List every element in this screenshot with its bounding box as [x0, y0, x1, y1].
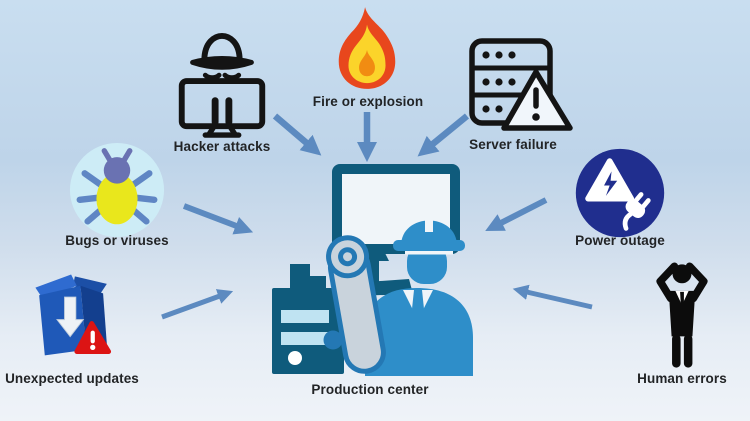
threat-unexpected-updates — [26, 264, 120, 364]
threat-fire-or-explosion — [329, 5, 405, 91]
arrow-hacker-to-center — [272, 113, 322, 156]
arrow-server-to-center — [417, 113, 470, 157]
human-errors-icon — [656, 262, 708, 368]
power-outage-icon — [575, 148, 665, 238]
arrow-human-to-center — [512, 284, 593, 310]
server-failure-icon — [469, 38, 573, 131]
hacker-icon — [178, 32, 266, 138]
production-center-icon — [272, 164, 473, 376]
bug-icon — [69, 142, 165, 238]
computer-tower-shape — [272, 264, 344, 374]
threat-label-updates: Unexpected updates — [5, 371, 139, 386]
blueprint-scroll-shape — [323, 235, 386, 374]
threat-label-fire: Fire or explosion — [312, 94, 424, 109]
arrow-bugs-to-center — [182, 203, 254, 235]
threat-human-errors — [646, 259, 718, 372]
threat-label-bugs: Bugs or viruses — [65, 233, 169, 248]
arrow-power-to-center — [485, 197, 548, 231]
threat-power-outage — [573, 146, 667, 240]
arrow-updates-to-center — [161, 289, 234, 320]
worker-shape — [365, 216, 473, 376]
fire-icon — [338, 7, 396, 89]
threat-server-failure — [466, 38, 578, 136]
threat-label-power: Power outage — [575, 233, 665, 248]
threat-label-server: Server failure — [469, 137, 557, 152]
production-center — [265, 164, 480, 376]
threat-label-hacker: Hacker attacks — [173, 139, 271, 154]
center-label-production: Production center — [311, 382, 429, 397]
unexpected-updates-icon — [35, 274, 112, 356]
threat-hacker-attacks — [168, 30, 276, 140]
threat-label-human: Human errors — [637, 371, 727, 386]
threat-bugs-or-viruses — [68, 141, 166, 239]
